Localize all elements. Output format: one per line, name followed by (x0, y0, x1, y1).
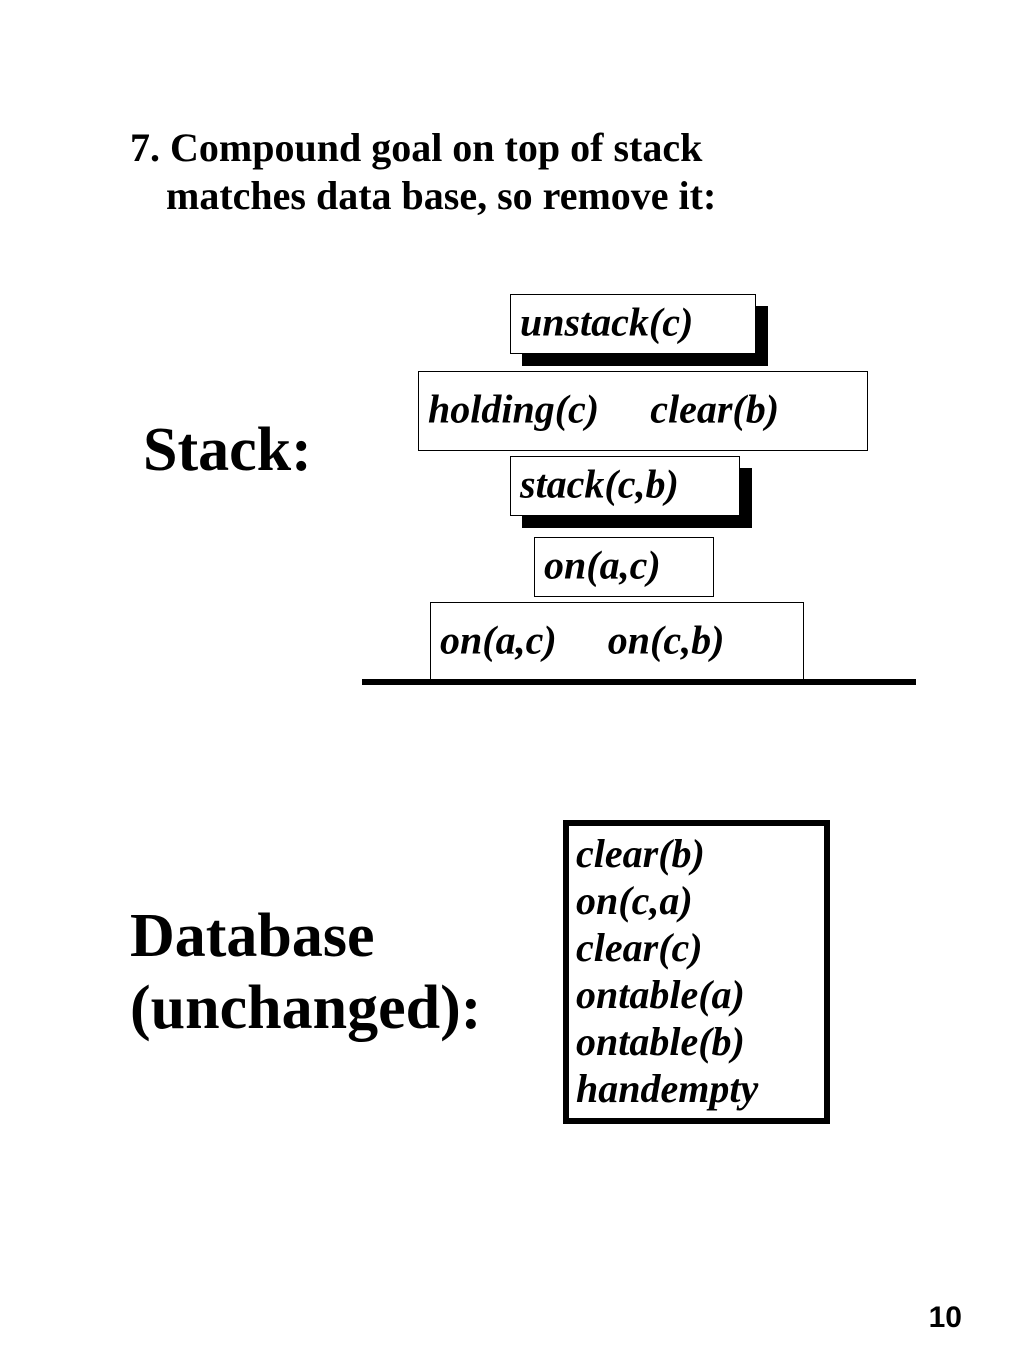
database-label-line-1: Database (130, 902, 375, 970)
stack-frame-text: stack(c,b) (520, 461, 679, 507)
stack-frame-unstack: unstack(c) (510, 294, 756, 354)
database-fact: handempty (576, 1066, 759, 1111)
stack-frame-compound-goal: on(a,c)  on(c,b) (430, 602, 804, 682)
stack-frame-holding-and-clear: holding(c)  clear(b) (418, 371, 868, 451)
heading-line-1: 7. Compound goal on top of stack (130, 125, 703, 170)
database-fact: clear(c) (576, 925, 703, 970)
database-fact: on(c,a) (576, 878, 693, 923)
stack-baseline (362, 679, 916, 685)
stack-label: Stack: (143, 416, 312, 484)
database-label: Database (unchanged): (130, 900, 481, 1044)
database-fact: ontable(a) (576, 972, 745, 1017)
database-label-line-2: (unchanged): (130, 974, 482, 1042)
stack-frame-text: on(a,c)  on(c,b) (440, 617, 724, 663)
slide-heading: 7. Compound goal on top of stack matches… (130, 124, 716, 220)
page-number: 10 (928, 1301, 962, 1334)
stack-frame-text: unstack(c) (520, 299, 694, 345)
heading-line-2: matches data base, so remove it: (166, 173, 717, 218)
stack-frame-stack: stack(c,b) (510, 456, 740, 516)
database-fact: ontable(b) (576, 1019, 745, 1064)
database-fact: clear(b) (576, 831, 705, 876)
database-box: clear(b) on(c,a) clear(c) ontable(a) ont… (563, 820, 830, 1124)
stack-frame-on-a-c: on(a,c) (534, 537, 714, 597)
stack-frame-text: holding(c)  clear(b) (428, 386, 779, 432)
stack-frame-text: on(a,c) (544, 542, 661, 588)
